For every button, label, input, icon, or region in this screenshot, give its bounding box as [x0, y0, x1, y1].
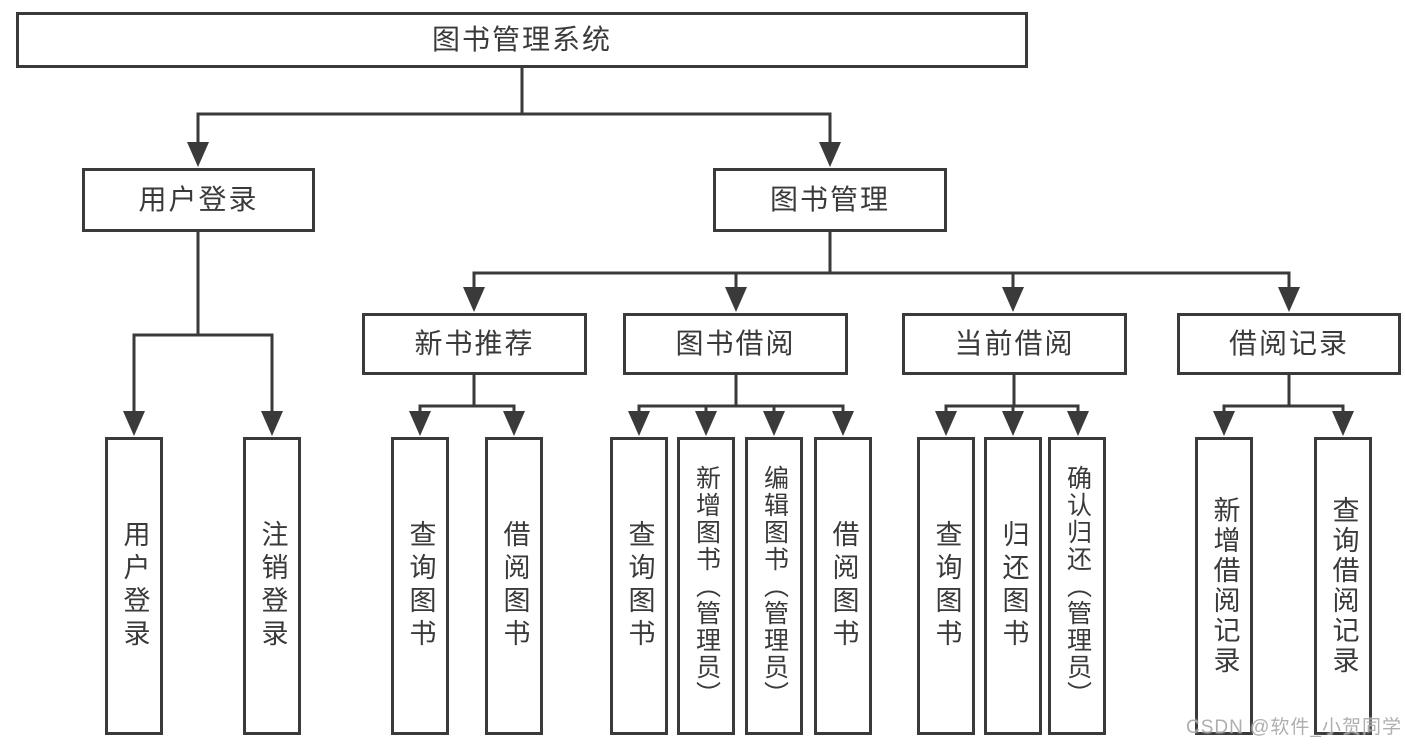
node-leaf-borrow-books-label: 借阅图书: [828, 520, 859, 652]
node-leaf-query-books-recommend: 查询图书: [391, 437, 449, 735]
node-leaf-user-login-label: 用户登录: [119, 520, 150, 652]
node-borrowing-records-label: 借阅记录: [1228, 328, 1349, 359]
node-leaf-borrow-books-recommend-label: 借阅图书: [499, 520, 530, 652]
node-library-system: 图书管理系统: [16, 12, 1028, 68]
node-book-management-label: 图书管理: [769, 184, 890, 215]
node-new-book-recommend-label: 新书推荐: [414, 328, 535, 359]
node-leaf-edit-book-admin-label: 编辑图书（管理员）: [760, 464, 789, 708]
node-user-login: 用户登录: [82, 168, 315, 232]
node-book-borrowing-label: 图书借阅: [675, 328, 796, 359]
node-library-system-label: 图书管理系统: [431, 24, 612, 55]
node-leaf-edit-book-admin: 编辑图书（管理员）: [745, 437, 803, 735]
node-current-borrowing: 当前借阅: [902, 313, 1127, 375]
node-leaf-query-borrow-record: 查询借阅记录: [1314, 437, 1372, 735]
node-leaf-return-book: 归还图书: [984, 437, 1042, 735]
node-leaf-logout-label: 注销登录: [257, 520, 288, 652]
csdn-watermark: CSDN @软件_小贺同学: [1186, 717, 1402, 738]
node-leaf-return-book-label: 归还图书: [998, 520, 1029, 652]
node-book-management: 图书管理: [713, 168, 947, 232]
node-leaf-add-book-admin: 新增图书（管理员）: [677, 437, 735, 735]
node-leaf-query-books-current: 查询图书: [917, 437, 975, 735]
node-leaf-query-books-borrow: 查询图书: [610, 437, 668, 735]
node-leaf-query-books-recommend-label: 查询图书: [405, 520, 436, 652]
node-leaf-add-borrow-record: 新增借阅记录: [1195, 437, 1253, 735]
node-borrowing-records: 借阅记录: [1177, 313, 1401, 375]
node-leaf-query-books-current-label: 查询图书: [931, 520, 962, 652]
node-current-borrowing-label: 当前借阅: [954, 328, 1075, 359]
node-leaf-add-borrow-record-label: 新增借阅记录: [1209, 496, 1240, 676]
node-leaf-logout: 注销登录: [243, 437, 301, 735]
node-leaf-confirm-return-admin-label: 确认归还（管理员）: [1063, 464, 1092, 708]
node-leaf-add-book-admin-label: 新增图书（管理员）: [692, 464, 721, 708]
node-book-borrowing: 图书借阅: [623, 313, 848, 375]
node-leaf-query-books-borrow-label: 查询图书: [624, 520, 655, 652]
node-leaf-query-borrow-record-label: 查询借阅记录: [1328, 496, 1359, 676]
node-new-book-recommend: 新书推荐: [362, 313, 587, 375]
node-leaf-user-login: 用户登录: [105, 437, 163, 735]
node-user-login-label: 用户登录: [138, 184, 259, 215]
node-leaf-borrow-books-recommend: 借阅图书: [485, 437, 543, 735]
node-leaf-borrow-books: 借阅图书: [814, 437, 872, 735]
node-leaf-confirm-return-admin: 确认归还（管理员）: [1048, 437, 1106, 735]
